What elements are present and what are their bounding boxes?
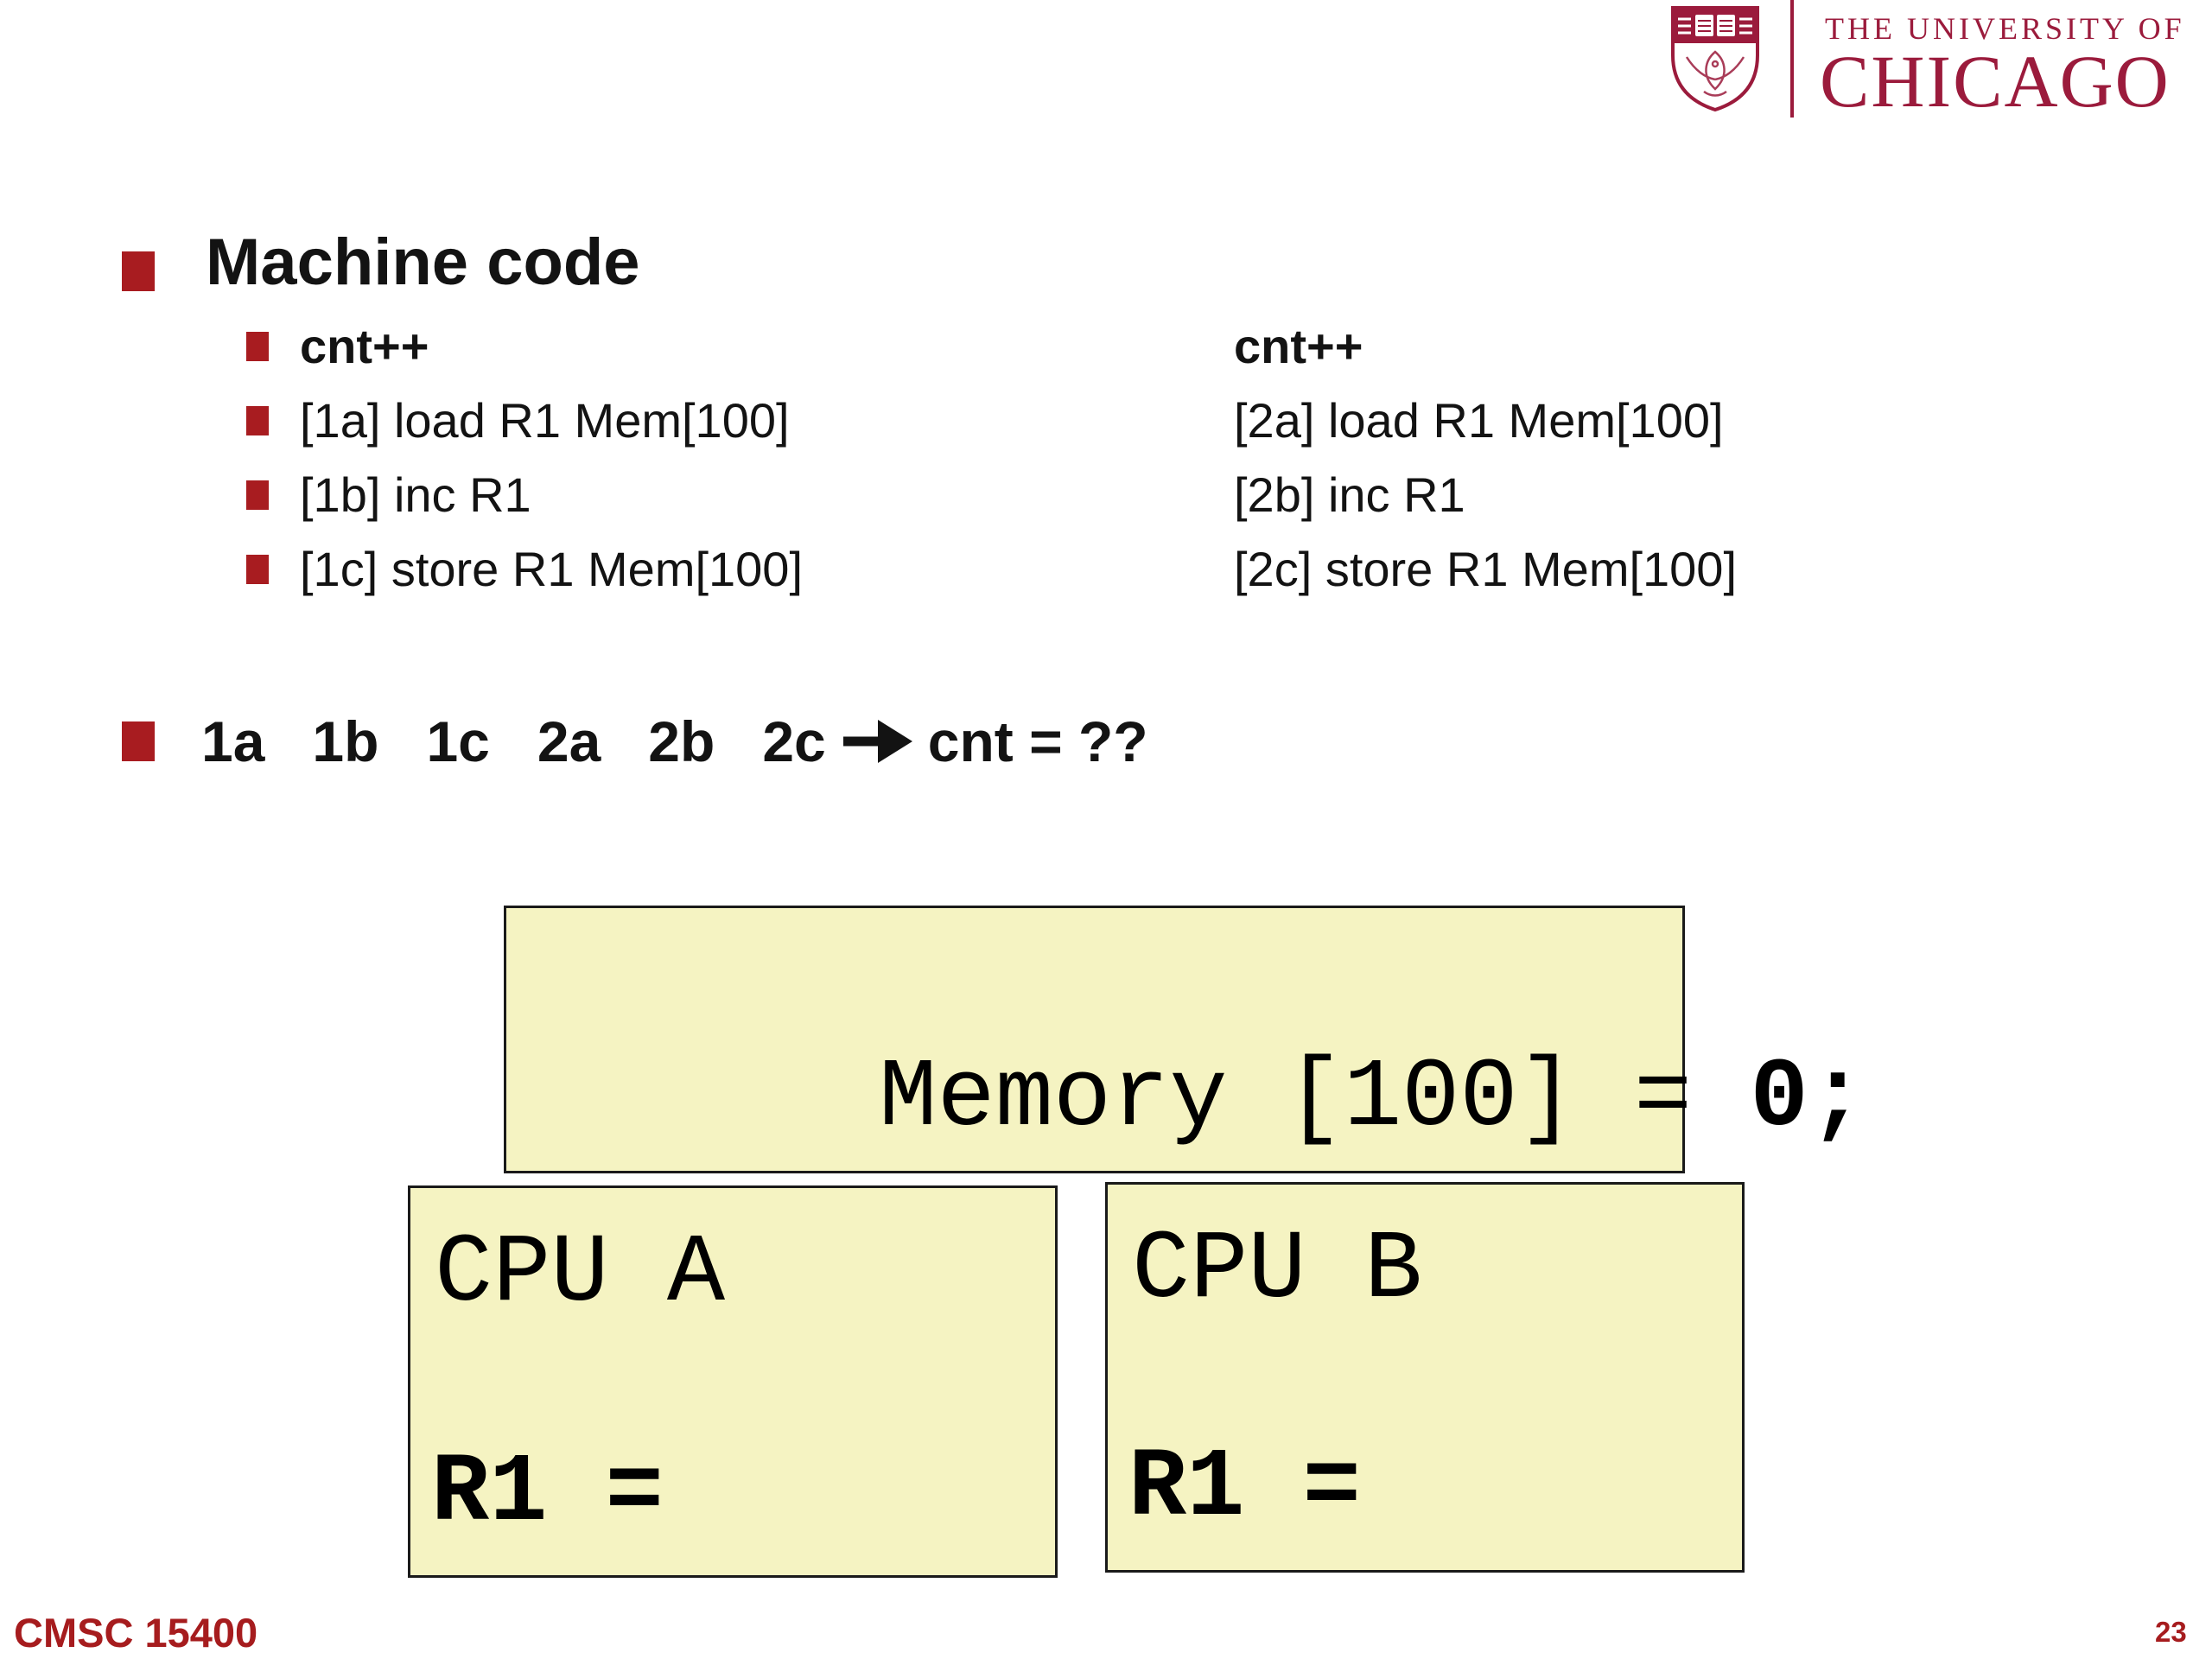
slide-heading: Machine code bbox=[206, 226, 640, 299]
sequence-tokens: 1a 1b 1c 2a 2b 2c bbox=[201, 709, 826, 773]
memory-box-text: Memory [100] = 0; bbox=[531, 932, 1866, 1266]
heading-bullet-square-icon bbox=[122, 251, 155, 291]
cpu-a-title: CPU A bbox=[435, 1219, 726, 1329]
code-line-text: [2a] load R1 Mem[100] bbox=[1234, 393, 1724, 448]
code-line-text: [1b] inc R1 bbox=[300, 467, 531, 522]
code-line-text: [1a] load R1 Mem[100] bbox=[300, 393, 790, 448]
logo-wordmark-line2: CHICAGO bbox=[1820, 40, 2171, 123]
uchicago-crest-icon bbox=[1671, 6, 1759, 112]
cpu-a-box: CPU A R1 = bbox=[408, 1185, 1058, 1578]
code-line: [2a] load R1 Mem[100] bbox=[1234, 384, 1737, 458]
bullet-square-icon bbox=[246, 555, 269, 584]
cpu-b-title: CPU B bbox=[1132, 1216, 1423, 1325]
code-line-text: [1c] store R1 Mem[100] bbox=[300, 542, 804, 596]
code-line-header: cnt++ bbox=[1234, 309, 1737, 384]
code-line: [1c] store R1 Mem[100] bbox=[246, 532, 803, 607]
code-line-text: cnt++ bbox=[1234, 319, 1363, 373]
memory-label: Memory [100] = bbox=[879, 1043, 1751, 1154]
sequence-result: cnt = ?? bbox=[927, 709, 1148, 773]
logo-divider bbox=[1790, 0, 1794, 118]
sequence-bullet-square-icon bbox=[122, 721, 155, 761]
cpu-a-register: R1 = bbox=[431, 1439, 664, 1548]
memory-box: Memory [100] = 0; bbox=[504, 906, 1866, 1173]
cpu-b-box: CPU B R1 = bbox=[1105, 1182, 1745, 1573]
code-line: [1a] load R1 Mem[100] bbox=[246, 384, 803, 458]
memory-value: 0; bbox=[1750, 1043, 1866, 1154]
code-line: [2b] inc R1 bbox=[1234, 458, 1737, 532]
code-line-text: [2b] inc R1 bbox=[1234, 467, 1465, 522]
code-line: [2c] store R1 Mem[100] bbox=[1234, 532, 1737, 607]
code-line-header: cnt++ bbox=[246, 309, 803, 384]
bullet-square-icon bbox=[246, 406, 269, 435]
right-arrow-icon bbox=[842, 720, 912, 763]
logo-wordmark-line1: THE UNIVERSITY OF bbox=[1825, 11, 2185, 46]
code-line: [1b] inc R1 bbox=[246, 458, 803, 532]
page-number: 23 bbox=[2155, 1616, 2187, 1648]
sequence-line: 1a 1b 1c 2a 2b 2c cnt = ?? bbox=[122, 707, 1148, 776]
bullet-square-icon bbox=[246, 332, 269, 361]
code-line-text: [2c] store R1 Mem[100] bbox=[1234, 542, 1738, 596]
code-line-text: cnt++ bbox=[300, 319, 429, 373]
machine-code-list-right: cnt++ [2a] load R1 Mem[100] [2b] inc R1 … bbox=[1234, 309, 1737, 607]
cpu-b-register: R1 = bbox=[1128, 1433, 1361, 1543]
footer-course-label: CMSC 15400 bbox=[14, 1610, 258, 1656]
machine-code-list-left: cnt++ [1a] load R1 Mem[100] [1b] inc R1 … bbox=[246, 309, 803, 607]
bullet-square-icon bbox=[246, 480, 269, 510]
